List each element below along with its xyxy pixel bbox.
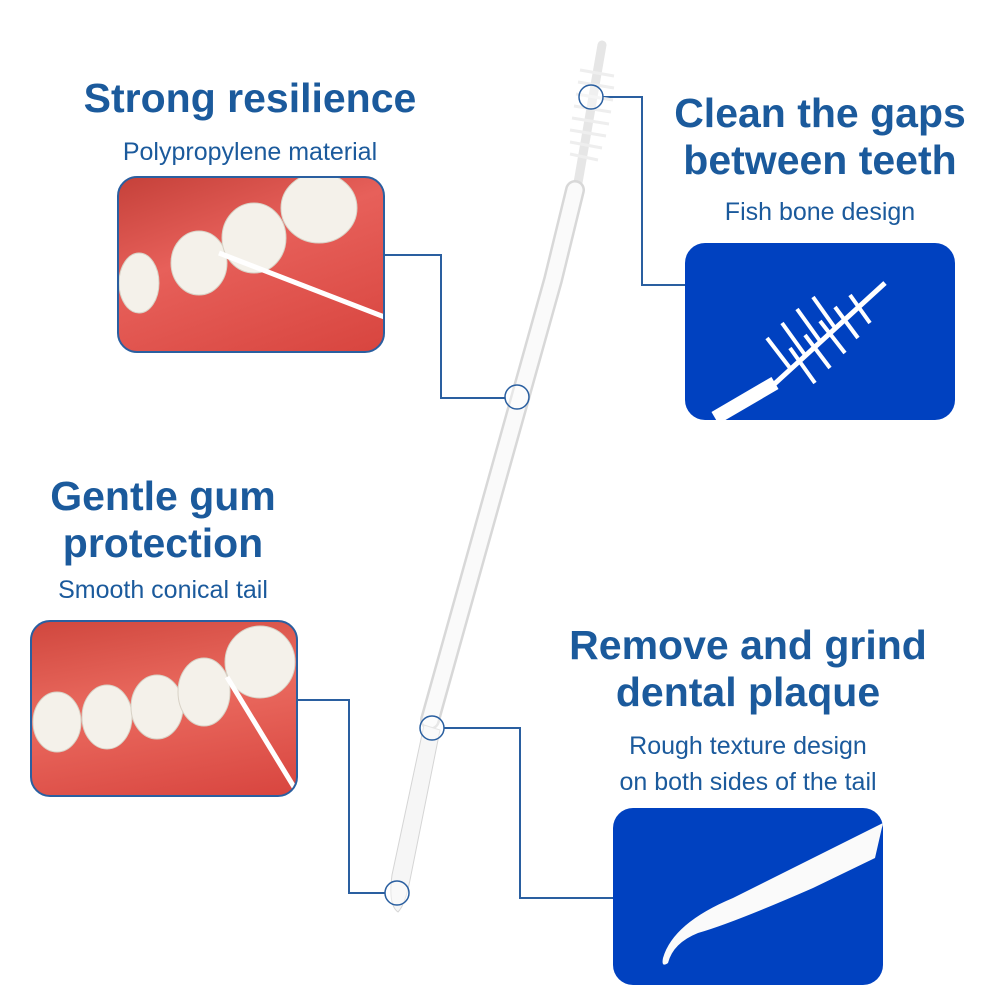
feature-subtitle: on both sides of the tail	[619, 768, 877, 796]
teeth-photo-resilience	[117, 176, 385, 353]
highlight-circles	[384, 84, 604, 906]
feature-subtitle: Polypropylene material	[122, 138, 378, 166]
title-line: Remove and grind	[569, 622, 927, 668]
title-line: dental plaque	[615, 669, 881, 715]
feature-title-strong-resilience: Strong resilience	[83, 75, 417, 121]
title-line: between teeth	[683, 137, 957, 183]
teeth-photo-gum	[30, 620, 298, 797]
connector-lines	[298, 96, 685, 899]
title-line: Clean the gaps	[674, 90, 966, 136]
rough-tail-closeup	[613, 808, 883, 985]
title-line: protection	[62, 520, 264, 566]
title-line: Gentle gum	[50, 473, 276, 519]
feature-subtitle: Fish bone design	[724, 198, 916, 226]
feature-subtitle: Smooth conical tail	[58, 576, 268, 604]
fish-bone-brush-closeup	[685, 243, 955, 420]
feature-subtitle: Rough texture design	[629, 732, 867, 760]
interdental-brush-pick	[390, 40, 615, 913]
